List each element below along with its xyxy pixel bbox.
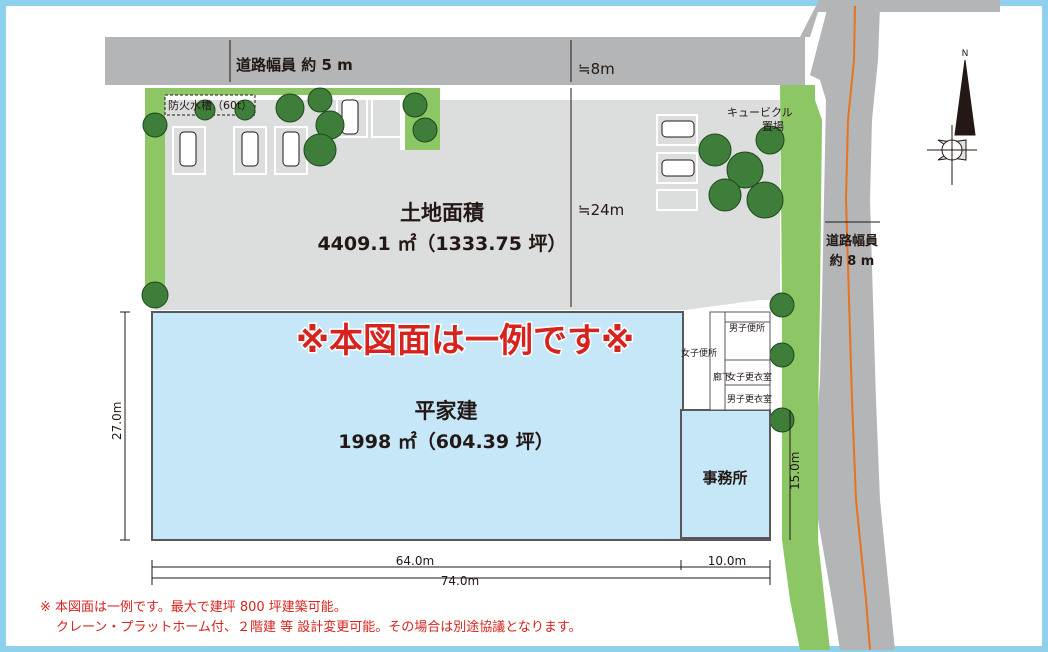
building-title: 平家建 <box>415 399 478 423</box>
building-value: 1998 ㎡（604.39 坪） <box>338 430 553 453</box>
dim-64-label: 64.0m <box>396 554 434 568</box>
note-line-1: ※ 本図面は一例です。最大で建坪 800 坪建築可能。 <box>40 600 347 615</box>
north-label: N <box>962 49 969 59</box>
womens-locker-label: 女子更衣室 <box>727 371 772 383</box>
mens-toilet-label: 男子便所 <box>729 322 765 334</box>
green-right <box>780 85 830 650</box>
fire-tank-label: 防火水槽（60t） <box>168 98 252 112</box>
road-top-label: 道路幅員 約 5 m <box>236 56 353 74</box>
road-right-label-1: 道路幅員 <box>826 233 878 249</box>
north-arrow <box>927 59 977 185</box>
road-center-line <box>844 5 871 651</box>
dist-24m-label: ≒24m <box>578 201 624 219</box>
cubicle-label-1: キュービクル <box>727 106 793 119</box>
dist-8m-label: ≒8m <box>578 60 615 78</box>
cubicle-label-2: 置場 <box>762 120 784 133</box>
land-area-value: 4409.1 ㎡（1333.75 坪） <box>317 232 566 255</box>
land-area-title: 土地面積 <box>400 201 485 225</box>
trees <box>141 87 795 433</box>
dimension-lines <box>120 40 880 585</box>
parking-bays <box>172 96 698 211</box>
road-right <box>810 6 895 650</box>
mens-locker-label: 男子更衣室 <box>727 393 772 405</box>
womens-toilet-label: 女子便所 <box>681 347 717 359</box>
road-top-band <box>105 37 805 85</box>
road-right-label-2: 約 8 m <box>830 253 875 269</box>
dim-15-label: 15.0m <box>788 452 802 490</box>
dim-74-label: 74.0m <box>441 574 479 588</box>
note-line-2: クレーン・プラットホーム付、２階建 等 設計変更可能。その場合は別途協議となりま… <box>56 620 582 635</box>
dim-10-label: 10.0m <box>708 554 746 568</box>
dim-27-label: 27.0m <box>110 402 124 440</box>
parked-cars <box>179 99 695 177</box>
sample-banner: ※本図面は一例です※ <box>296 321 634 361</box>
office-label: 事務所 <box>702 469 747 487</box>
corridor-label: 廊下 <box>713 371 731 383</box>
toilet-block <box>709 311 771 411</box>
